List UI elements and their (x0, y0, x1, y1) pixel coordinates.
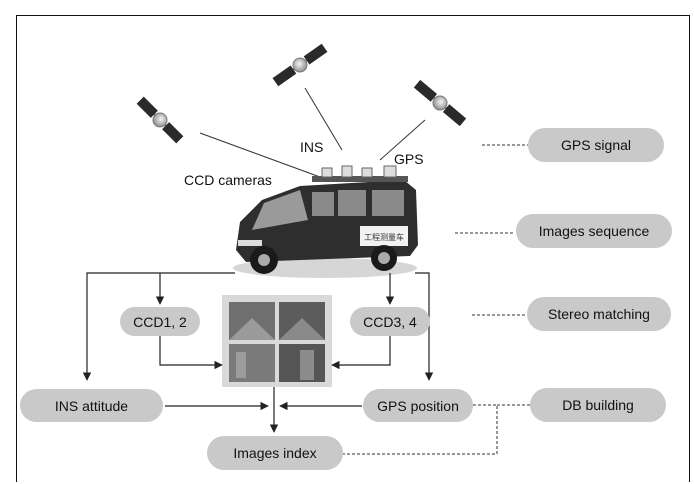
stage-db-building: DB building (530, 388, 666, 422)
stage-gps-signal: GPS signal (528, 128, 664, 162)
gps-label: GPS (394, 151, 424, 167)
flow-connectors (82, 272, 434, 433)
ccd-cameras-label: CCD cameras (184, 172, 272, 188)
image-tiles-icon (222, 295, 332, 387)
satellite-icon (413, 79, 467, 127)
satellite-icon (136, 96, 184, 144)
satellite-icon (272, 43, 328, 87)
node-ccd34: CCD3, 4 (350, 307, 430, 336)
signal-lines (199, 87, 426, 178)
ins-label: INS (300, 139, 324, 155)
node-gps-position: GPS position (363, 389, 473, 422)
van-icon: 工程测量车 (233, 165, 418, 278)
figure-frame (16, 15, 690, 482)
stage-images-sequence: Images sequence (516, 214, 672, 248)
node-images-index: Images index (207, 436, 343, 470)
van-side-text: 工程测量车 (364, 232, 404, 242)
stage-stereo-matching: Stereo matching (527, 297, 671, 331)
stage-leaders (343, 144, 530, 455)
node-ins-attitude: INS attitude (20, 389, 163, 422)
node-ccd12: CCD1, 2 (120, 307, 200, 336)
